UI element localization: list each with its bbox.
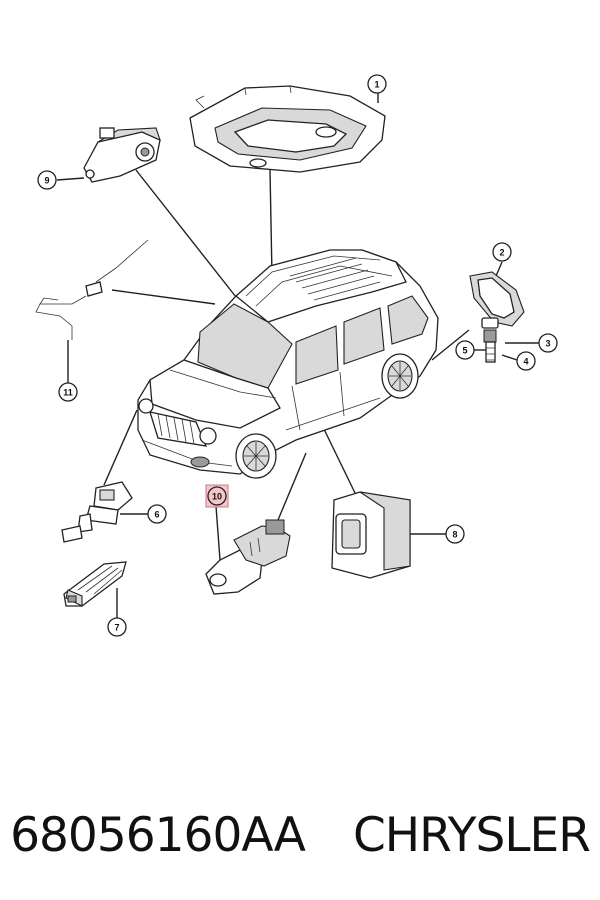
svg-text:10: 10: [212, 492, 222, 502]
parts-diagram: 1 2 3 4 5 6 7 8 9 10 11: [35, 74, 558, 637]
callout-2: 2: [492, 242, 512, 262]
sensor-bracket: [63, 561, 127, 607]
svg-text:4: 4: [523, 357, 528, 367]
tpms-sensor: [469, 271, 525, 363]
callout-1: 1: [367, 74, 387, 94]
callout-10-highlighted: 10: [205, 484, 229, 508]
svg-text:8: 8: [452, 530, 457, 540]
callout-7: 7: [107, 617, 127, 637]
callout-3: 3: [538, 333, 558, 353]
part-number-caption: 68056160AA CHRYSLER: [0, 790, 600, 880]
svg-text:11: 11: [63, 388, 73, 398]
svg-text:7: 7: [114, 623, 119, 633]
callout-9: 9: [37, 170, 57, 190]
callout-4: 4: [516, 351, 536, 371]
part-number: 68056160AA: [10, 807, 306, 863]
callout-5: 5: [455, 340, 475, 360]
svg-text:9: 9: [44, 176, 49, 186]
antenna-wire: [35, 239, 149, 340]
rear-camera: [83, 127, 161, 183]
callout-11: 11: [58, 382, 78, 402]
callout-6: 6: [147, 504, 167, 524]
svg-text:1: 1: [374, 80, 379, 90]
callout-8: 8: [445, 524, 465, 544]
svg-text:3: 3: [545, 339, 550, 349]
temperature-sensor: [61, 481, 133, 543]
side-impact-sensor: [205, 519, 291, 595]
overhead-console: [189, 85, 386, 173]
svg-text:2: 2: [499, 248, 504, 258]
impact-sensor: [331, 491, 411, 579]
brand-name: CHRYSLER: [352, 807, 591, 863]
vehicle-jeep-compass: [137, 249, 439, 479]
svg-text:6: 6: [154, 510, 159, 520]
leader-lines: [56, 84, 540, 618]
svg-text:5: 5: [462, 346, 467, 356]
